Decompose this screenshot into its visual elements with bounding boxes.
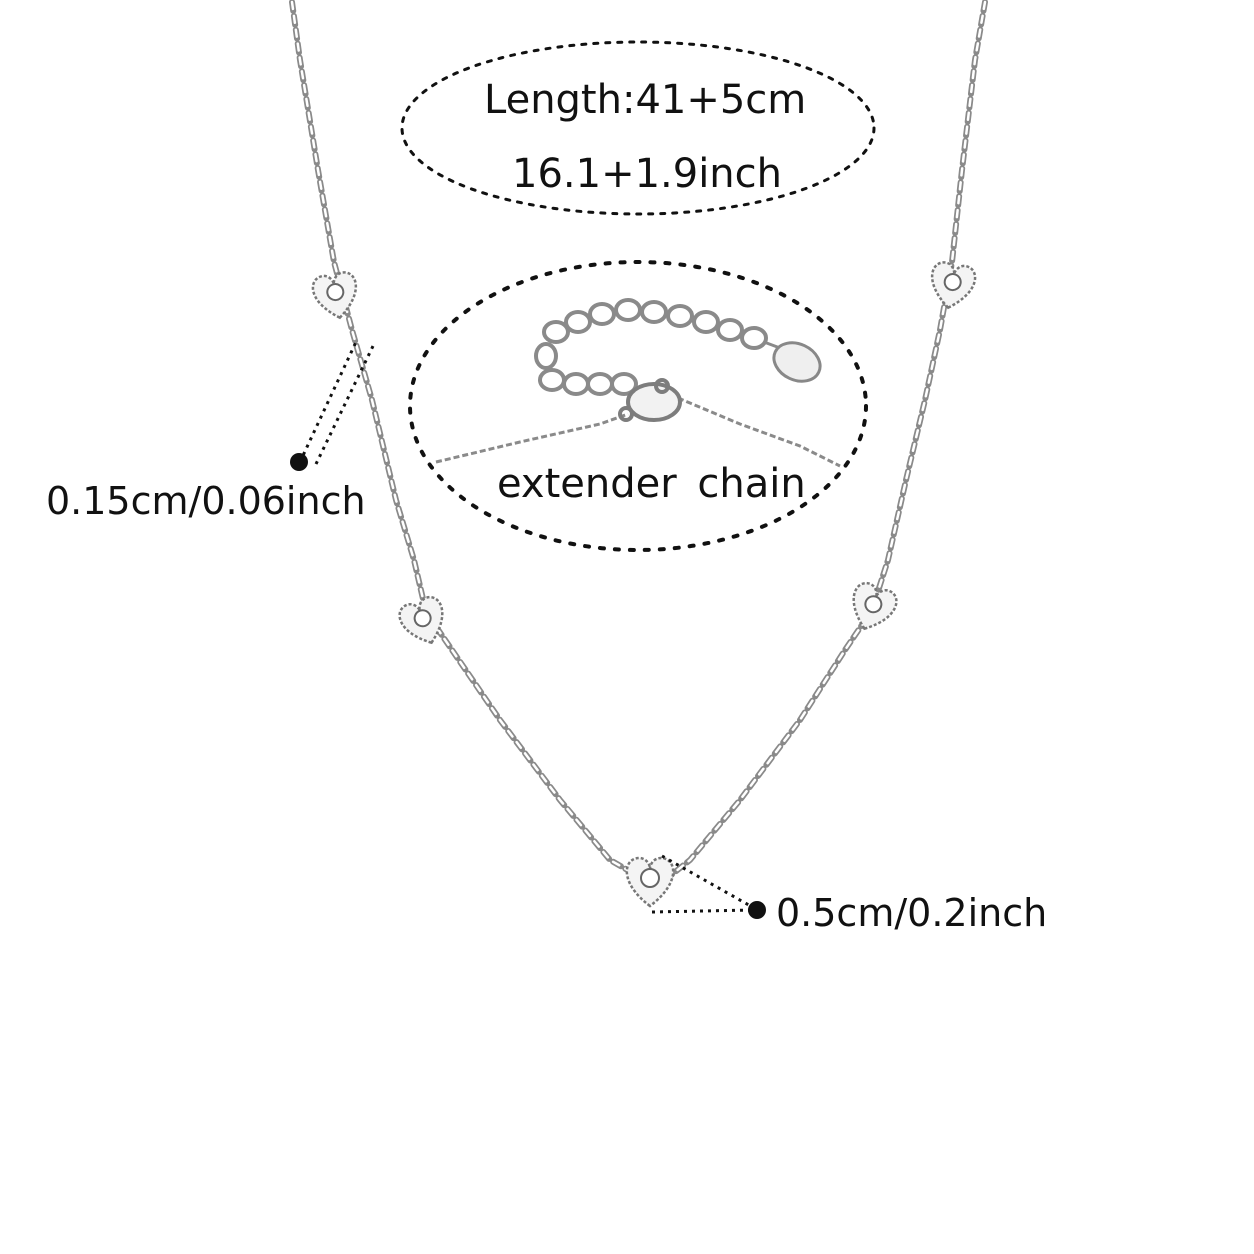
heart-charm [852,581,898,631]
heart-charms [311,261,977,908]
length-inch-label: 16.1+1.9inch [512,151,782,197]
length-cm-label: Length:41+5cm [484,77,807,123]
tag-plate [772,341,822,383]
extender-chain-illustration [435,298,841,468]
chain-width-pointer [290,341,376,471]
pointer-dot-icon [290,453,308,471]
heart-charm [930,261,977,310]
extender-links [534,298,768,396]
heart-charm [398,595,444,645]
length-ellipse [400,40,876,216]
heart-charm [625,856,675,908]
extender-ellipse [408,260,868,552]
charm-size-label: 0.5cm/0.2inch [776,891,1048,935]
pointer-dot-icon [748,901,766,919]
extender-chain-label: extender chain [497,461,806,507]
chain-width-label: 0.15cm/0.06inch [46,479,366,523]
chain-right [662,0,988,883]
lobster-clasp [618,378,682,422]
chain [289,0,988,883]
heart-charm [311,271,358,320]
charm-size-pointer [651,854,766,919]
chain-left [289,0,648,883]
